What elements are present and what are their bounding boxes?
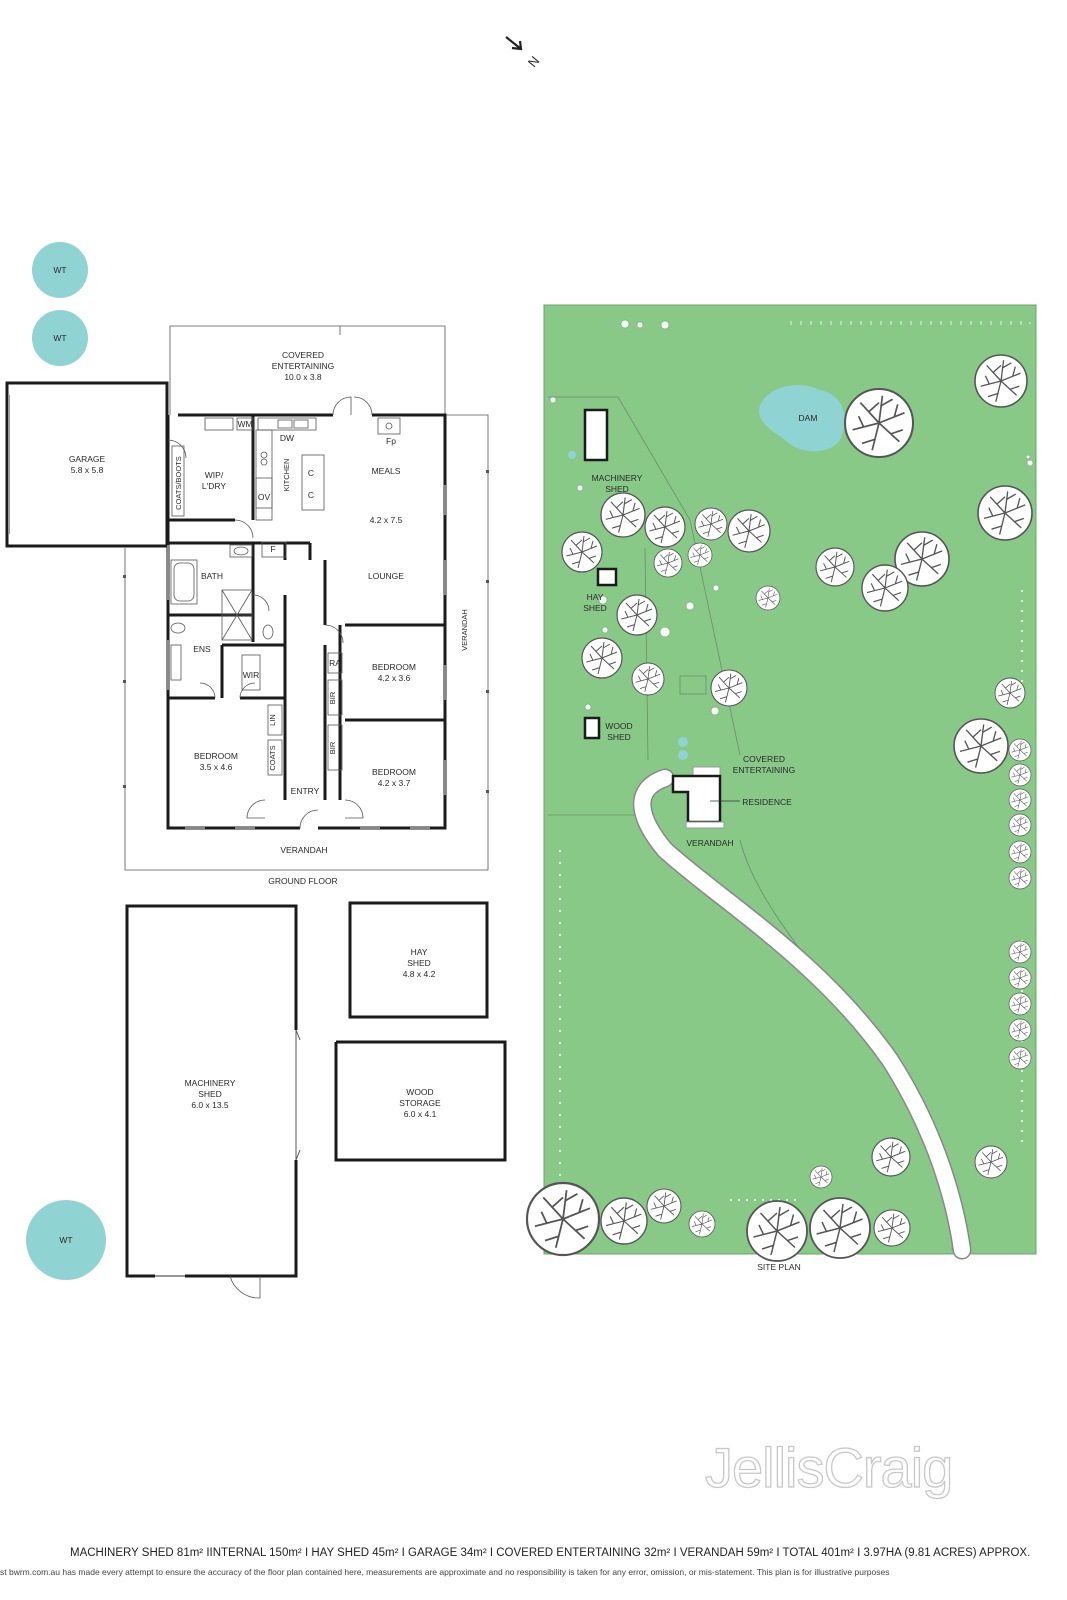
site-machinery-shed-label: SHED [605, 484, 629, 494]
water-tank-label: WT [59, 1235, 72, 1245]
wood-storage-building [334, 1040, 507, 1162]
wip-ldry-label: L'DRY [202, 481, 226, 491]
covered-entertaining-label: COVERED [282, 350, 324, 360]
site-wood-shed-label: SHED [607, 732, 631, 742]
site-lawn [543, 304, 1037, 1255]
covered-entertaining-dims: 10.0 x 3.8 [284, 372, 322, 382]
dam [759, 385, 845, 452]
verandah-label: VERANDAH [280, 845, 327, 855]
ra-label: RA [329, 658, 341, 668]
hay-shed-label: HAY [411, 947, 428, 957]
wip-ldry-label: WIP/ [205, 470, 224, 480]
coats-boots-label: COATS/BOOTS [174, 456, 183, 510]
site-covered-entertaining-label: ENTERTAINING [733, 765, 796, 775]
site-plan: DAM [525, 304, 1037, 1272]
water-tank [32, 310, 88, 366]
site-machinery-shed [583, 408, 609, 462]
wm-label: WM [237, 419, 252, 429]
outbuildings: HAY SHED 4.8 x 4.2 MACHINERY SHED 6.0 x … [125, 901, 507, 1299]
north-arrow-icon [505, 36, 523, 51]
site-wood-shed-label: WOOD [605, 721, 632, 731]
lin-label: LIN [268, 714, 277, 726]
wood-storage-label: STORAGE [399, 1098, 441, 1108]
ground-floor-plan: COVERED ENTERTAINING 10.0 x 3.8 GARAGE 5… [5, 325, 489, 886]
disclaimer-text: st bwrm.com.au has made every attempt to… [0, 1567, 890, 1577]
kitchen-label: KITCHEN [282, 459, 291, 492]
dw-label: DW [280, 433, 294, 443]
hay-shed-dims: 4.8 x 4.2 [403, 969, 436, 979]
site-labels: MACHINERY SHED HAY SHED WOOD SHED COVERE… [583, 473, 801, 1272]
compass-label: N [525, 53, 543, 70]
brand-logo: JellisCraig [704, 1436, 954, 1499]
bedroom-dims: 3.5 x 4.6 [200, 762, 233, 772]
water-tank-label: WT [53, 265, 66, 275]
coats-label: COATS [268, 745, 277, 770]
water-tank [26, 1200, 106, 1280]
area-summary: MACHINERY SHED 81m² IINTERNAL 150m² I HA… [70, 1547, 1031, 1559]
machinery-shed-dims: 6.0 x 13.5 [191, 1100, 229, 1110]
bir-label: BIR [328, 741, 337, 754]
site-residence-label: RESIDENCE [742, 797, 792, 807]
verandah-label: VERANDAH [460, 609, 469, 651]
c-label: C [308, 468, 314, 478]
site-residence [671, 766, 740, 829]
site-plan-title: SITE PLAN [757, 1262, 800, 1272]
bath-label: BATH [201, 571, 223, 581]
site-wood-shed [583, 716, 601, 740]
room-labels: COVERED ENTERTAINING 10.0 x 3.8 GARAGE 5… [69, 350, 469, 886]
garage-dims: 5.8 x 5.8 [71, 465, 104, 475]
machinery-shed-building [125, 904, 298, 1278]
fp-label: Fp [386, 436, 396, 446]
meals-dims: 4.2 x 7.5 [370, 515, 403, 525]
site-hay-shed [596, 567, 618, 587]
wood-storage-label: WOOD [406, 1087, 433, 1097]
hay-shed-label: SHED [407, 958, 431, 968]
bedroom-label: BEDROOM [194, 751, 238, 761]
compass: N [505, 36, 543, 70]
lounge-label: LOUNGE [368, 571, 404, 581]
entry-label: ENTRY [291, 786, 320, 796]
c-label: C [308, 490, 314, 500]
site-machinery-shed-label: MACHINERY [592, 473, 643, 483]
f-label: F [270, 544, 275, 554]
meals-label: MEALS [372, 466, 401, 476]
garage-label: GARAGE [69, 454, 106, 464]
bedroom-dims: 4.2 x 3.7 [378, 778, 411, 788]
machinery-shed-label: MACHINERY [185, 1078, 236, 1088]
site-verandah-label: VERANDAH [686, 838, 733, 848]
bedroom-label: BEDROOM [372, 767, 416, 777]
water-tanks: WT WT WT [26, 242, 106, 1280]
water-tank [32, 242, 88, 298]
water-tank-label: WT [53, 333, 66, 343]
hay-shed-building [348, 901, 489, 1019]
bir-label: BIR [328, 691, 337, 704]
covered-entertaining-label: ENTERTAINING [272, 361, 335, 371]
ov-label: OV [258, 492, 271, 502]
shrubs [549, 319, 1034, 716]
wir-label: WIR [243, 670, 260, 680]
site-hay-shed-label: SHED [583, 603, 607, 613]
bedroom-dims: 4.2 x 3.6 [378, 673, 411, 683]
dam-label: DAM [799, 413, 818, 423]
ens-label: ENS [193, 644, 211, 654]
ground-floor-title: GROUND FLOOR [268, 876, 337, 886]
wood-storage-dims: 6.0 x 4.1 [404, 1109, 437, 1119]
site-hay-shed-label: HAY [587, 592, 604, 602]
site-covered-entertaining-label: COVERED [743, 754, 785, 764]
machinery-shed-label: SHED [198, 1089, 222, 1099]
bedroom-label: BEDROOM [372, 662, 416, 672]
